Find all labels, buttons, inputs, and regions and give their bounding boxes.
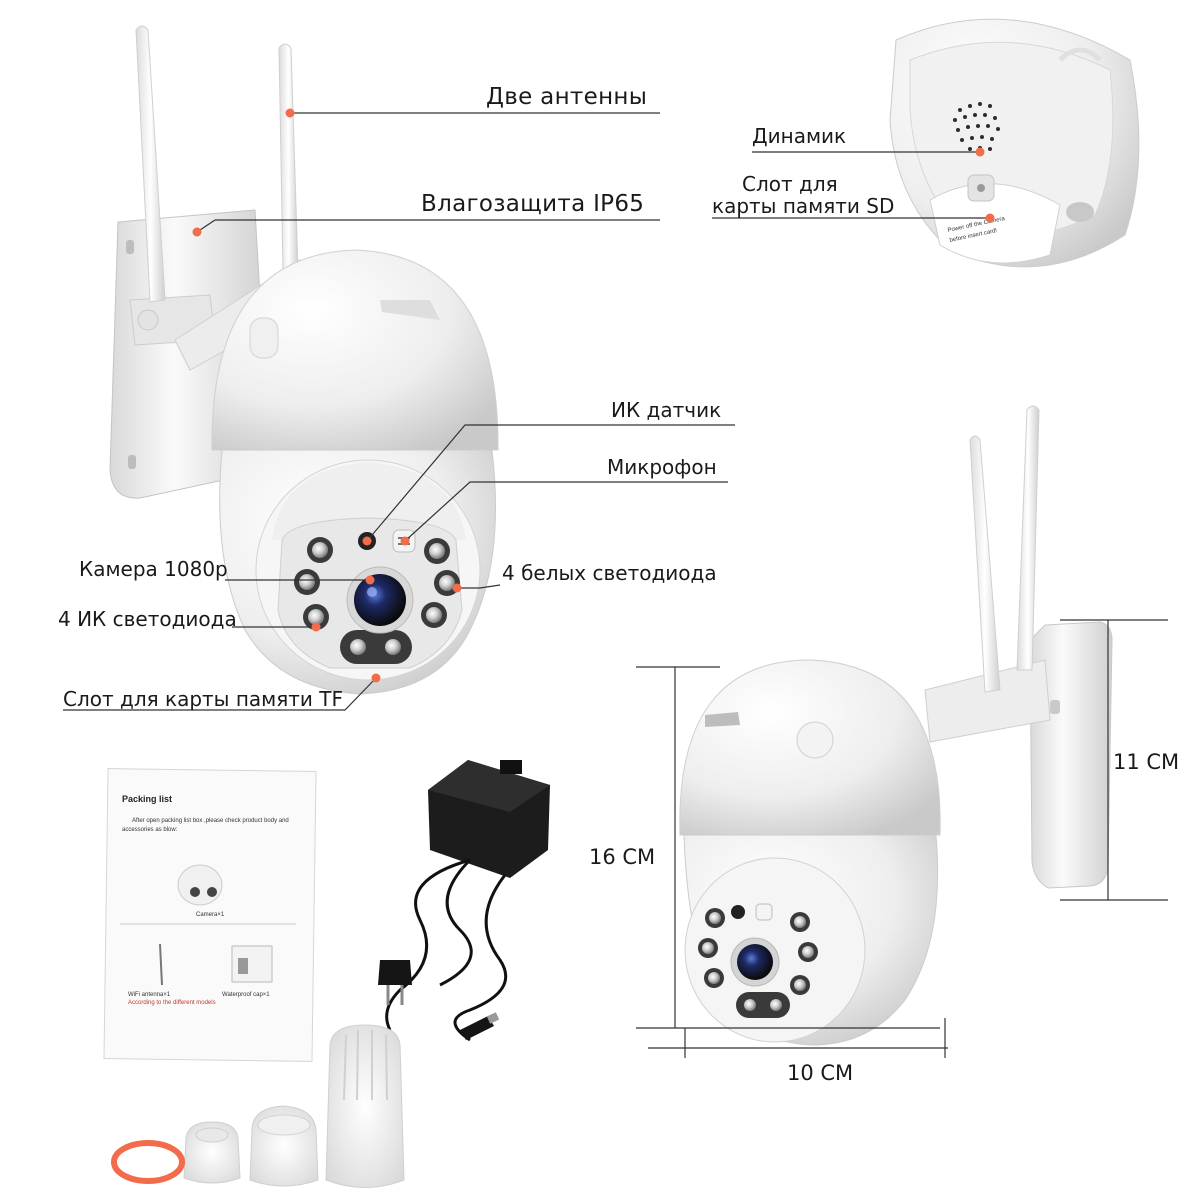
manual-title: Packing list bbox=[122, 794, 172, 804]
label-microphone: Микрофон bbox=[607, 455, 717, 479]
antenna-icon bbox=[135, 25, 299, 331]
bottom-view-camera: Power off the Camera before insert card! bbox=[889, 18, 1140, 268]
label-speaker: Динамик bbox=[752, 124, 847, 148]
manual-intro-1: After open packing list box ,please chec… bbox=[132, 818, 289, 824]
manual-intro-2: accessories as blow: bbox=[122, 827, 178, 833]
led-cluster-right bbox=[421, 538, 460, 628]
label-tf-slot: Слот для карты памяти TF bbox=[63, 687, 343, 711]
label-sd-slot-line-1: Слот для bbox=[742, 172, 838, 196]
dimension-bracket: 11 CM bbox=[1113, 750, 1180, 774]
o-ring-icon bbox=[111, 1140, 185, 1184]
speaker-grille bbox=[953, 102, 1000, 151]
callout-dots bbox=[192, 108, 462, 683]
manual-models-note: According to the different models bbox=[128, 1000, 216, 1006]
label-white-leds: 4 белых светодиода bbox=[502, 561, 717, 585]
lens-icon bbox=[346, 566, 414, 634]
manual-antenna-caption: WiFi antenna×1 bbox=[128, 992, 171, 998]
dimension-height: 16 CM bbox=[589, 845, 656, 869]
bottom-view-callouts bbox=[712, 147, 995, 223]
label-antennas: Две антенны bbox=[486, 84, 648, 110]
led-cluster-left bbox=[294, 537, 333, 630]
manual-cap-caption: Waterproof cap×1 bbox=[222, 992, 270, 998]
label-ir-sensor: ИК датчик bbox=[611, 398, 722, 422]
power-adapter-icon bbox=[378, 760, 550, 1042]
side-view-camera bbox=[679, 405, 1113, 1046]
label-camera: Камера 1080p bbox=[79, 557, 228, 581]
led-cluster-bottom bbox=[340, 630, 412, 664]
label-sd-slot-line-2: карты памяти SD bbox=[712, 194, 895, 218]
packing-list-manual: Packing list After open packing list box… bbox=[103, 768, 317, 1062]
label-waterproof: Влагозащита IP65 bbox=[421, 191, 645, 217]
manual-camera-caption: Camera×1 bbox=[196, 912, 225, 918]
label-ir-leds: 4 ИК светодиода bbox=[58, 607, 237, 631]
dimension-width: 10 CM bbox=[787, 1061, 854, 1085]
waterproof-cap-icon bbox=[183, 1024, 405, 1188]
callout-lines bbox=[63, 112, 735, 711]
main-camera bbox=[109, 25, 499, 695]
dimension-lines bbox=[636, 619, 1168, 1058]
